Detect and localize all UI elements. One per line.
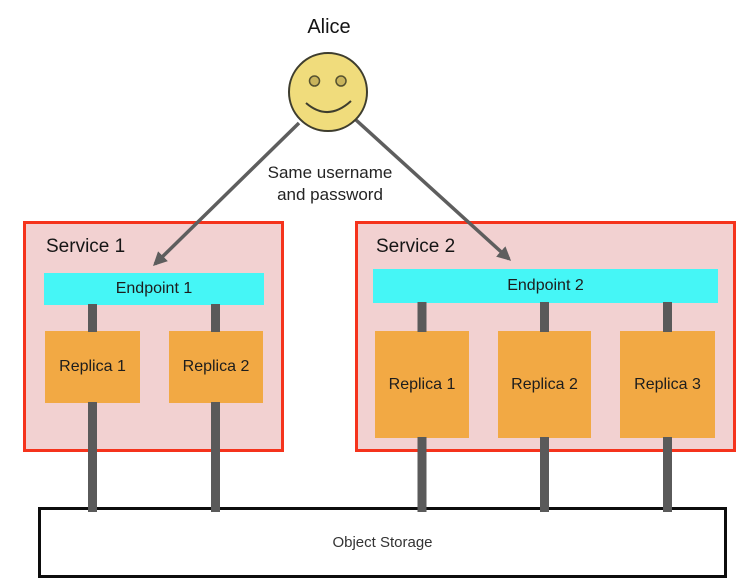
service-1-label: Service 1 [46,236,126,257]
annotation-line-2: and password [277,185,383,204]
annotation-line-1: Same username [267,163,393,182]
smile-curve [305,100,352,113]
face-circle [288,52,368,132]
object-storage-box: Object Storage [38,507,727,578]
service-1-replica-2: Replica 2 [169,331,263,403]
service-1-replica-1: Replica 1 [45,331,140,403]
endpoint-1-node: Endpoint 1 [44,273,264,305]
object-storage-label: Object Storage [332,534,433,551]
credentials-annotation: Same username and password [230,162,430,206]
service-2-replica-3: Replica 3 [620,331,715,438]
service-2-replica-2: Replica 2 [498,331,591,438]
actor-name-label: Alice [307,16,351,38]
right-eye [335,75,347,87]
smiley-face-icon [288,52,368,132]
service-2-label: Service 2 [376,236,456,257]
left-eye [308,75,321,87]
service-2-replica-1: Replica 1 [375,331,469,438]
endpoint-2-node: Endpoint 2 [373,269,718,303]
